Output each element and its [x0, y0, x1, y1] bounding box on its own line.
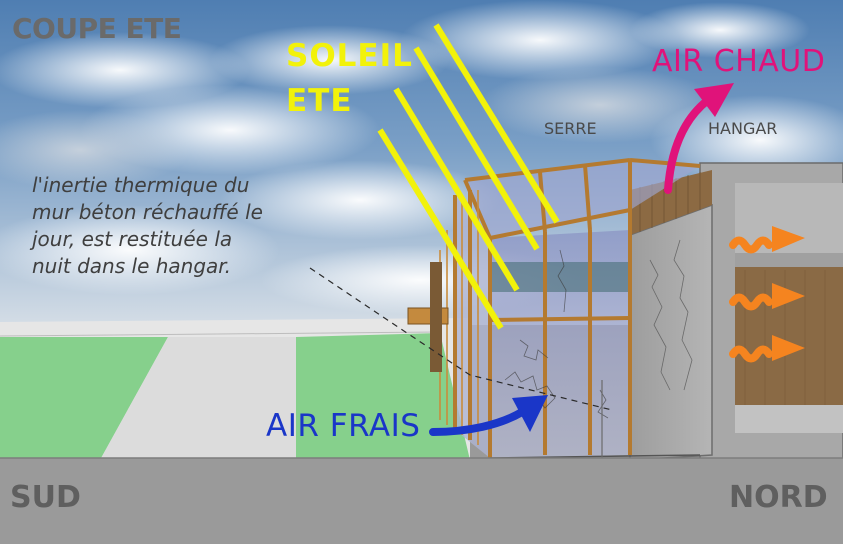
north-label: NORD [729, 480, 828, 515]
path-left [100, 337, 296, 460]
cool-air-arrow [429, 395, 548, 436]
sun-rays [377, 23, 560, 330]
greenhouse-roof-glass [465, 160, 700, 238]
sun-label-line1: SOLEIL [286, 38, 413, 74]
warm-air-label: AIR CHAUD [652, 44, 826, 79]
lawn-right [296, 333, 470, 460]
note-line: l'inertie thermique du [32, 173, 250, 197]
hangar-label: HANGAR [708, 119, 778, 138]
sun-label-line2: ETE [286, 83, 353, 119]
note-line: jour, est restituée la [32, 227, 233, 251]
cool-air-label: AIR FRAIS [266, 408, 421, 444]
greenhouse-front-glass [455, 195, 490, 458]
note-line: mur béton réchauffé le [32, 200, 263, 224]
lawn-left [0, 337, 168, 460]
greenhouse-label: SERRE [544, 119, 597, 138]
south-label: SUD [10, 480, 81, 515]
heat-arrow-1 [729, 226, 805, 254]
thermal-inertia-note: l'inertie thermique du mur béton réchauf… [32, 172, 332, 280]
warm-air-arrow [664, 83, 734, 194]
heat-arrows [729, 226, 805, 363]
note-line: nuit dans le hangar. [32, 254, 232, 278]
section-title: COUPE ETE [12, 12, 182, 45]
heat-arrow-2 [729, 283, 805, 311]
concrete-wall [629, 203, 713, 461]
inertia-leader-line [309, 267, 613, 411]
ground-band [0, 458, 843, 544]
heat-arrow-3 [729, 335, 805, 363]
